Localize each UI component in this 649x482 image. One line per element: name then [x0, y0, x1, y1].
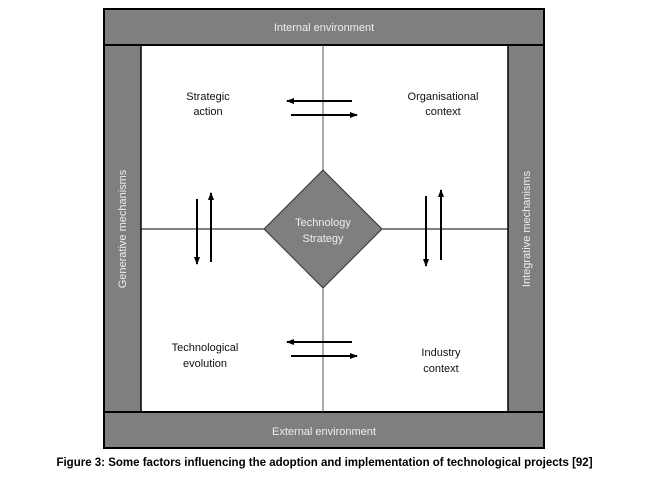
internal-environment-label: Internal environment — [274, 22, 374, 34]
external-environment-label: External environment — [272, 426, 376, 438]
center-label-line2: Strategy — [303, 233, 344, 245]
integrative-mechanisms-label: Integrative mechanisms — [521, 170, 533, 287]
industry-context-line2: context — [423, 363, 458, 375]
figure-caption: Figure 3: Some factors influencing the a… — [56, 457, 593, 469]
organisational-context-line1: Organisational — [408, 91, 479, 103]
technology-strategy-diamond — [263, 169, 383, 289]
strategic-action-line1: Strategic — [186, 91, 230, 103]
strategic-action-line2: action — [193, 106, 222, 118]
organisational-context-line2: context — [425, 106, 460, 118]
technological-evolution-line2: evolution — [183, 358, 227, 370]
generative-mechanisms-label: Generative mechanisms — [117, 169, 129, 288]
center-label-line1: Technology — [295, 217, 351, 229]
technological-evolution-line1: Technological — [172, 342, 239, 354]
industry-context-line1: Industry — [421, 347, 461, 359]
